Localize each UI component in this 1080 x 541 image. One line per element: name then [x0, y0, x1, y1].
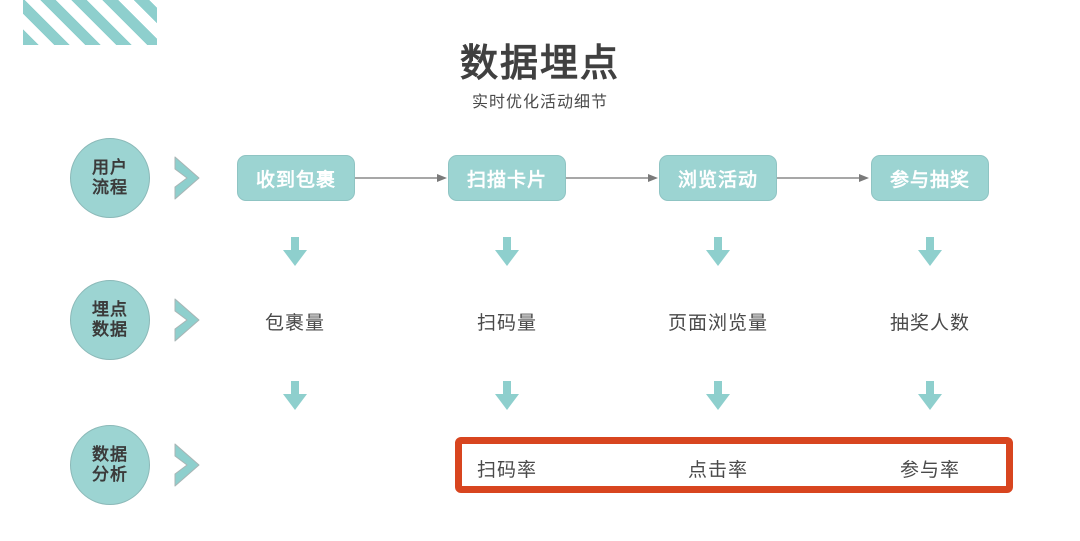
- row-label-tracking-data-line1: 埋点: [92, 300, 128, 320]
- analysis-rate-2: 点击率: [687, 460, 748, 481]
- analysis-rate-1: 扫码率: [476, 460, 537, 481]
- tracking-metric-2: 扫码量: [476, 313, 537, 334]
- connector-arrow-1-2: [355, 173, 447, 183]
- connector-arrow-2-3: [566, 173, 658, 183]
- diagonal-stripes-decoration: [23, 0, 157, 45]
- analysis-rate-3: 参与率: [899, 460, 960, 481]
- row-label-tracking-data: 埋点 数据: [70, 280, 150, 360]
- arrow-down-icon-col1-a: [282, 237, 308, 267]
- flow-step-3[interactable]: 浏览活动: [659, 155, 777, 201]
- tracking-metric-1: 包裹量: [264, 313, 325, 334]
- chevron-right-icon-row1: [172, 155, 206, 201]
- tracking-metric-3: 页面浏览量: [667, 313, 768, 334]
- chevron-right-icon-row3: [172, 442, 206, 488]
- row-label-data-analysis-line2: 分析: [92, 465, 128, 484]
- arrow-down-icon-col3-a: [705, 237, 731, 267]
- flow-step-4[interactable]: 参与抽奖: [871, 155, 989, 201]
- page-title: 数据埋点: [459, 43, 620, 85]
- row-label-data-analysis: 数据 分析: [70, 425, 150, 505]
- arrow-down-icon-col3-b: [705, 381, 731, 411]
- arrow-down-icon-col1-b: [282, 381, 308, 411]
- flow-step-2[interactable]: 扫描卡片: [448, 155, 566, 201]
- row-label-user-flow: 用户 流程: [70, 138, 150, 218]
- arrow-down-icon-col4-b: [917, 381, 943, 411]
- connector-arrow-3-4: [777, 173, 869, 183]
- tracking-metric-4: 抽奖人数: [889, 313, 970, 334]
- flow-step-1[interactable]: 收到包裹: [237, 155, 355, 201]
- arrow-down-icon-col2-b: [494, 381, 520, 411]
- page-subtitle: 实时优化活动细节: [471, 94, 608, 111]
- arrow-down-icon-col2-a: [494, 237, 520, 267]
- row-label-tracking-data-line2: 数据: [92, 320, 128, 339]
- row-label-user-flow-line2: 流程: [92, 178, 128, 197]
- chevron-right-icon-row2: [172, 297, 206, 343]
- arrow-down-icon-col4-a: [917, 237, 943, 267]
- highlight-box-analysis: [455, 437, 1013, 493]
- row-label-data-analysis-line1: 数据: [92, 445, 128, 465]
- row-label-user-flow-line1: 用户: [92, 158, 128, 178]
